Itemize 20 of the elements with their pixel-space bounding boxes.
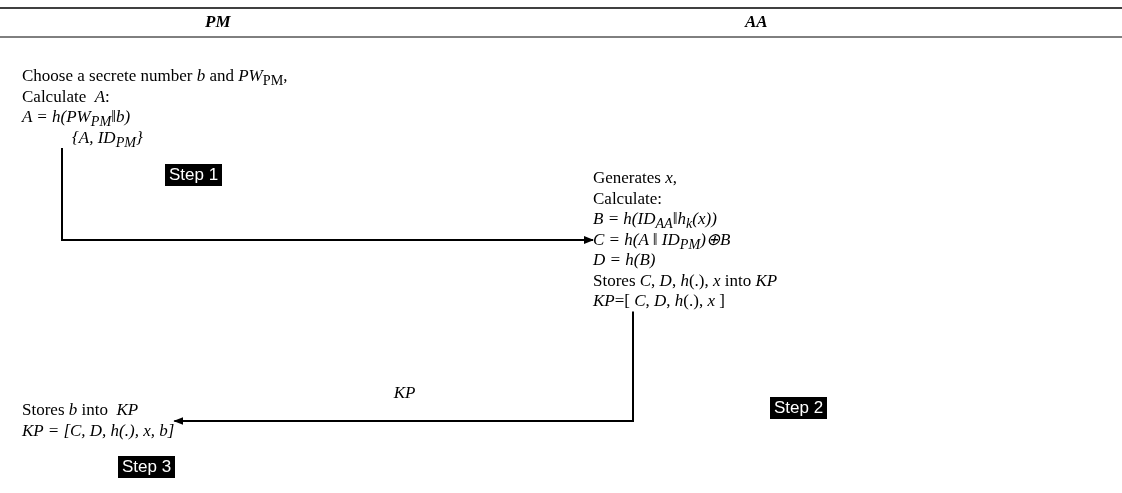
step-text: Stores b into KP bbox=[22, 400, 139, 421]
column-header: PM bbox=[205, 12, 231, 32]
step-text: Calculate: bbox=[593, 188, 662, 209]
step-text: Choose a secrete number b and PW$_{PM}$, bbox=[22, 66, 288, 87]
step-badge: Step 2 bbox=[770, 397, 828, 419]
arrow bbox=[173, 310, 634, 425]
step-badge: Step 3 bbox=[118, 456, 176, 478]
formula: KP = [C, D, h(.), x, b] bbox=[22, 420, 175, 441]
step-text: KP=[ C, D, h(.), x ] bbox=[593, 291, 725, 312]
step-text: Generates x, bbox=[593, 168, 677, 189]
formula: C = h(A ‖ ID$_{PM}$)⊕B bbox=[593, 229, 731, 250]
step-text: Stores C, D, h(.), x into KP bbox=[593, 270, 778, 291]
formula: B = h(ID$_{AA}$‖h$_{k}$(x)) bbox=[593, 209, 717, 230]
step-badge: Step 1 bbox=[165, 164, 223, 186]
formula: D = h(B) bbox=[593, 250, 656, 271]
column-header: AA bbox=[745, 12, 768, 32]
formula: {A, ID$_{PM}$} bbox=[72, 127, 143, 148]
formula: A = h(PW$_{PM}$‖b) bbox=[22, 107, 131, 128]
arrow bbox=[61, 147, 594, 244]
step-text: Calculate A: bbox=[22, 86, 110, 107]
